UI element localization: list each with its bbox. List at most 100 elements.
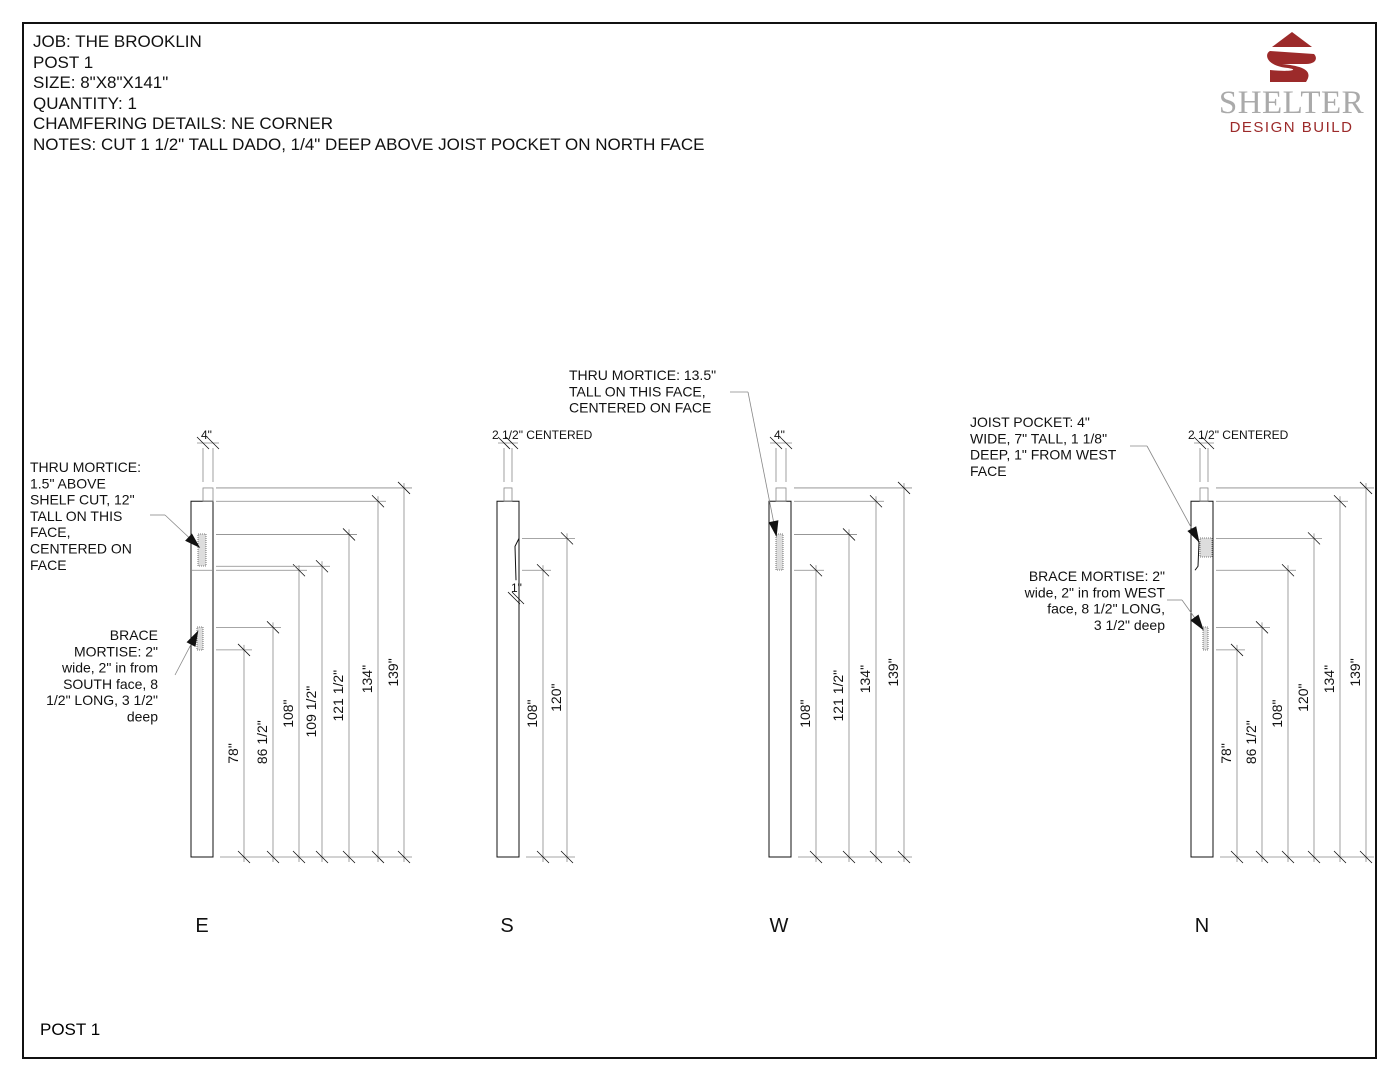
dimension-tick: [1333, 850, 1347, 864]
job-title: JOB: THE BROOKLIN: [33, 32, 202, 51]
mortise-hatch: [196, 626, 204, 651]
dimension-tick: [292, 850, 306, 864]
dimension-label: 86 1/2": [254, 720, 270, 764]
dimension-tick: [511, 591, 525, 605]
title-block: JOB: THE BROOKLIN POST 1 SIZE: 8"X8"X141…: [33, 32, 705, 155]
mortice-callout: THRU MORTICE: 13.5": [569, 367, 716, 383]
arrowhead-icon: [1187, 526, 1200, 543]
mortice-callout: CENTERED ON: [30, 541, 132, 557]
dimension-tick: [560, 850, 574, 864]
mortice-callout: FACE: [30, 557, 67, 573]
dimension-label: 139": [885, 658, 901, 686]
dimension-tick: [842, 528, 856, 541]
joist-pocket-callout: FACE: [970, 463, 1007, 479]
dimension-label: 108": [280, 699, 296, 727]
mortice-callout: SHELF CUT, 12": [30, 492, 135, 508]
top-dimension-label: 2 1/2" CENTERED: [492, 428, 593, 442]
view-label: E: [195, 915, 208, 937]
dimension-tick: [371, 494, 385, 508]
sheet-border: [22, 22, 1377, 1059]
dimension-tick: [897, 850, 911, 864]
brace-callout: wide, 2" in from WEST: [1024, 584, 1166, 600]
arrowhead-icon: [1190, 614, 1204, 631]
dimension-label: 121 1/2": [330, 670, 346, 722]
dimension-tick: [237, 643, 251, 657]
logo-word-design-build: DESIGN BUILD: [1229, 119, 1354, 136]
mortice-callout: THRU MORTICE:: [30, 459, 141, 475]
arrowhead-icon: [186, 630, 199, 647]
dimension-tick: [397, 850, 411, 864]
joist-pocket-callout: DEEP, 1" FROM WEST: [970, 447, 1117, 463]
logo-word-shelter: SHELTER: [1218, 85, 1365, 121]
dimension-label: 86 1/2": [1243, 720, 1259, 764]
view-E: 4"78"86 1/2"108"109 1/2"121 1/2"134"139"…: [30, 428, 412, 937]
brace-callout: wide, 2" in from: [61, 660, 158, 676]
dimension-tick: [536, 850, 550, 864]
dimension-label: 78": [225, 743, 241, 764]
dimension-tick: [1255, 850, 1269, 864]
dimension-label: 134": [857, 665, 873, 693]
mortise-hatch: [1202, 626, 1209, 651]
dimension-tick: [397, 481, 411, 495]
dimension-tick: [1333, 494, 1347, 508]
dimension-tick: [237, 850, 251, 864]
brace-callout: SOUTH face, 8: [63, 676, 158, 692]
dimension-tick: [497, 436, 511, 450]
dimension-tick: [1193, 436, 1207, 450]
mortice-callout: FACE,: [30, 524, 70, 540]
leader-line: [1146, 445, 1199, 541]
dimension-tick: [536, 563, 550, 577]
dimension-label: 139": [385, 658, 401, 686]
dimension-tick: [869, 850, 883, 864]
post-outline: [190, 500, 214, 858]
dimension-tick: [1230, 850, 1244, 864]
dimension-tick: [1281, 850, 1295, 864]
dimension-tick: [1359, 850, 1373, 864]
mortice-callout: 1.5" ABOVE: [30, 475, 106, 491]
dimension-tick: [779, 436, 793, 450]
dimension-tick: [196, 436, 210, 450]
mortise-hatch: [775, 533, 784, 571]
arrowhead-icon: [185, 533, 201, 549]
dimension-tick: [897, 481, 911, 495]
brace-callout: BRACE MORTISE: 2": [1029, 568, 1165, 584]
top-dimension-label: 4": [774, 428, 785, 442]
dimension-tick: [1230, 643, 1244, 657]
logo-mark-icon: [1266, 32, 1316, 82]
tenon: [503, 487, 513, 502]
dimension-label: 121 1/2": [830, 670, 846, 722]
dimension-label: 120": [1295, 684, 1311, 712]
dimension-tick: [266, 621, 280, 634]
dimension-tick: [1201, 436, 1215, 450]
dimension-tick: [1307, 532, 1321, 545]
chamfering-details: CHAMFERING DETAILS: NE CORNER: [33, 114, 334, 133]
dimension-label: 108": [797, 699, 813, 727]
mortise-hatch: [197, 533, 207, 567]
dimension-tick: [505, 436, 519, 450]
post-size: SIZE: 8"X8"X141": [33, 73, 169, 92]
dimension-label: 78": [1218, 743, 1234, 764]
view-W: 4" 108" 121 1/2" 134" 139" W THRU MORTICE: 13.…: [569, 367, 912, 937]
company-logo: SHELTER DESIGN BUILD: [1214, 32, 1369, 136]
view-label: N: [1195, 915, 1209, 937]
brace-callout: MORTISE: 2": [74, 643, 158, 659]
tenon: [775, 487, 787, 502]
dimension-tick: [1359, 481, 1373, 495]
mortice-callout: TALL ON THIS: [30, 508, 122, 524]
dimension-tick: [560, 532, 574, 545]
view-label: W: [770, 915, 789, 937]
post-name: POST 1: [33, 52, 94, 72]
tenon: [202, 487, 214, 502]
mortice-callout: CENTERED ON FACE: [569, 400, 711, 416]
mortice-callout: TALL ON THIS FACE,: [569, 383, 706, 399]
mortise-hatch: [1199, 537, 1213, 558]
dimension-label: 134": [359, 665, 375, 693]
dado-dimension-label: 1": [511, 581, 522, 595]
view-label: S: [500, 915, 513, 937]
sheet-footer: POST 1: [40, 1020, 101, 1039]
dimension-label: 109 1/2": [303, 686, 319, 738]
dimension-label: 134": [1321, 665, 1337, 693]
